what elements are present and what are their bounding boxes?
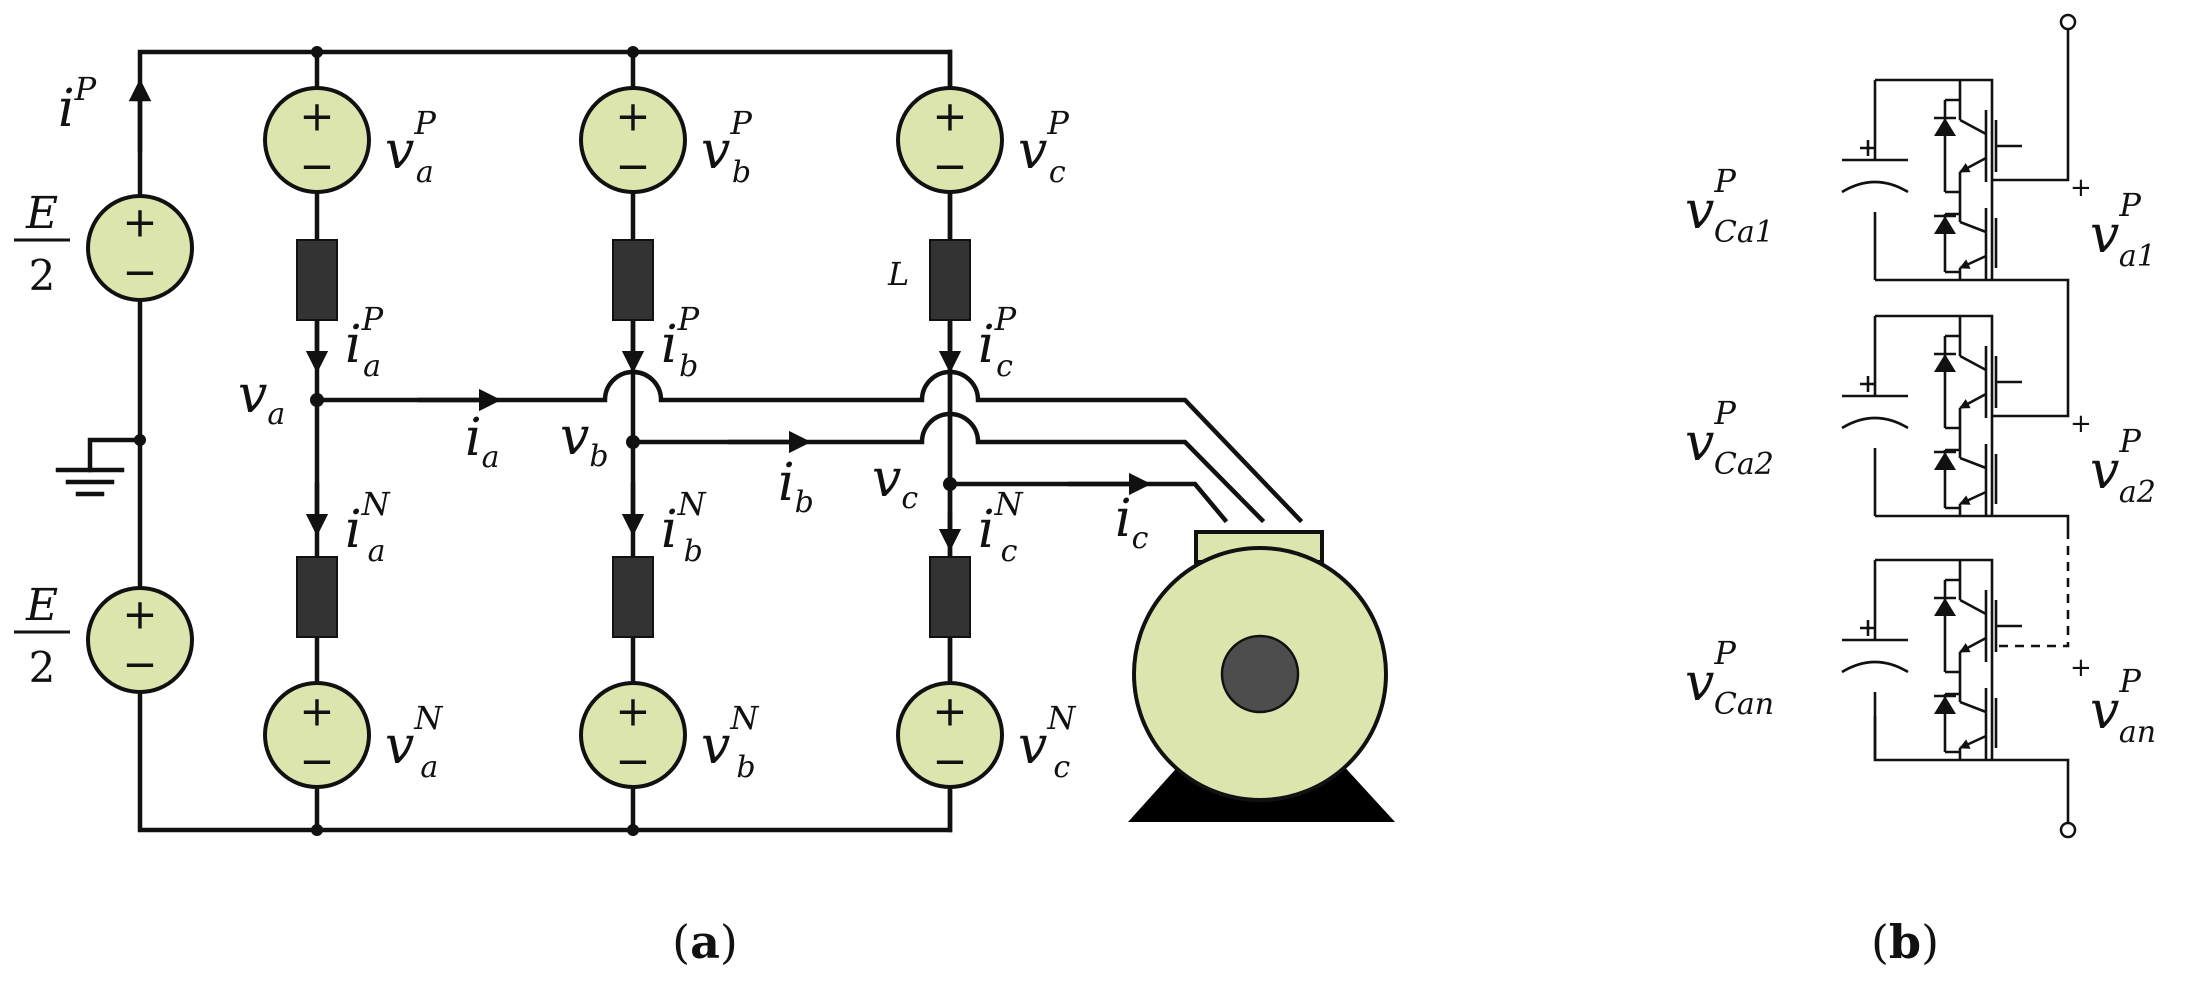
svg-text:−: − bbox=[122, 640, 157, 689]
svg-text:2: 2 bbox=[29, 643, 56, 692]
svg-text:−: − bbox=[299, 142, 334, 191]
svg-text:−: − bbox=[615, 142, 650, 191]
igbt-lower-n bbox=[1934, 688, 1998, 760]
phase-c-output-wire bbox=[947, 481, 1229, 524]
svg-text:+: + bbox=[932, 92, 967, 141]
out-plus-2: + bbox=[2070, 409, 2092, 439]
svg-text:+: + bbox=[122, 590, 157, 639]
dc-source-upper-label: E 2 bbox=[14, 188, 70, 300]
arm-inductors bbox=[296, 239, 971, 638]
source-c-lower: +− bbox=[896, 681, 1004, 789]
igbt-lower-2 bbox=[1934, 444, 1998, 516]
arm-sources: +− +− +− +− +− +− bbox=[263, 86, 1004, 789]
submodule-2 bbox=[1841, 314, 2022, 516]
svg-text:−: − bbox=[932, 737, 967, 786]
panel-a-circuit: + − + − +− +− +− +− +− +− bbox=[55, 46, 1395, 836]
branch-current-arrows bbox=[305, 317, 962, 552]
svg-text:−: − bbox=[932, 142, 967, 191]
submodule-n bbox=[1841, 558, 2022, 760]
node-voltage-a-label: va bbox=[238, 365, 285, 432]
panel-b-circuit bbox=[1841, 13, 2077, 839]
svg-text:+: + bbox=[299, 92, 334, 141]
dc-source-upper: + − bbox=[86, 194, 194, 302]
out-plus-n: + bbox=[2070, 653, 2092, 683]
caption-b: (b) bbox=[1871, 915, 1939, 969]
source-b-upper: +− bbox=[579, 86, 687, 194]
phase-b-output-wire bbox=[630, 411, 1266, 524]
top-terminal bbox=[2059, 13, 2077, 31]
svg-text:+: + bbox=[122, 198, 157, 247]
source-b-lower: +− bbox=[579, 681, 687, 789]
submodule-1 bbox=[1841, 78, 2022, 280]
dc-source-lower: + − bbox=[86, 586, 194, 694]
svg-text:+: + bbox=[932, 687, 967, 736]
source-a-upper: +− bbox=[263, 86, 371, 194]
igbt-upper-2 bbox=[1934, 316, 2022, 448]
output-current-a-label: ia bbox=[465, 408, 500, 475]
svg-text:E: E bbox=[25, 188, 58, 239]
dc-current-label: iP bbox=[58, 70, 97, 139]
igbt-lower-1 bbox=[1934, 208, 1998, 280]
output-current-c-label: ic bbox=[1115, 489, 1149, 556]
phase-a-output-wire bbox=[314, 369, 1304, 524]
svg-text:2: 2 bbox=[29, 251, 56, 300]
svg-text:+: + bbox=[615, 687, 650, 736]
inductor-label: L bbox=[887, 255, 909, 293]
source-a-lower: +− bbox=[263, 681, 371, 789]
svg-text:−: − bbox=[122, 248, 157, 297]
igbt-upper-1 bbox=[1934, 80, 2022, 212]
node-voltage-b-label: vb bbox=[560, 407, 609, 474]
svg-text:+: + bbox=[615, 92, 650, 141]
node-voltage-c-label: vc bbox=[872, 449, 918, 516]
caption-a: (a) bbox=[672, 915, 738, 969]
dc-source-lower-label: E 2 bbox=[14, 580, 70, 692]
source-c-upper: +− bbox=[896, 86, 1004, 194]
motor-icon bbox=[1128, 530, 1395, 822]
svg-text:+: + bbox=[299, 687, 334, 736]
out-plus-1: + bbox=[2070, 173, 2092, 203]
ground-icon bbox=[55, 437, 143, 497]
igbt-upper-n bbox=[1934, 560, 2022, 692]
bottom-terminal bbox=[2059, 821, 2077, 839]
svg-text:−: − bbox=[615, 737, 650, 786]
svg-text:E: E bbox=[25, 580, 58, 631]
output-current-b-label: ib bbox=[778, 453, 814, 520]
svg-text:−: − bbox=[299, 737, 334, 786]
